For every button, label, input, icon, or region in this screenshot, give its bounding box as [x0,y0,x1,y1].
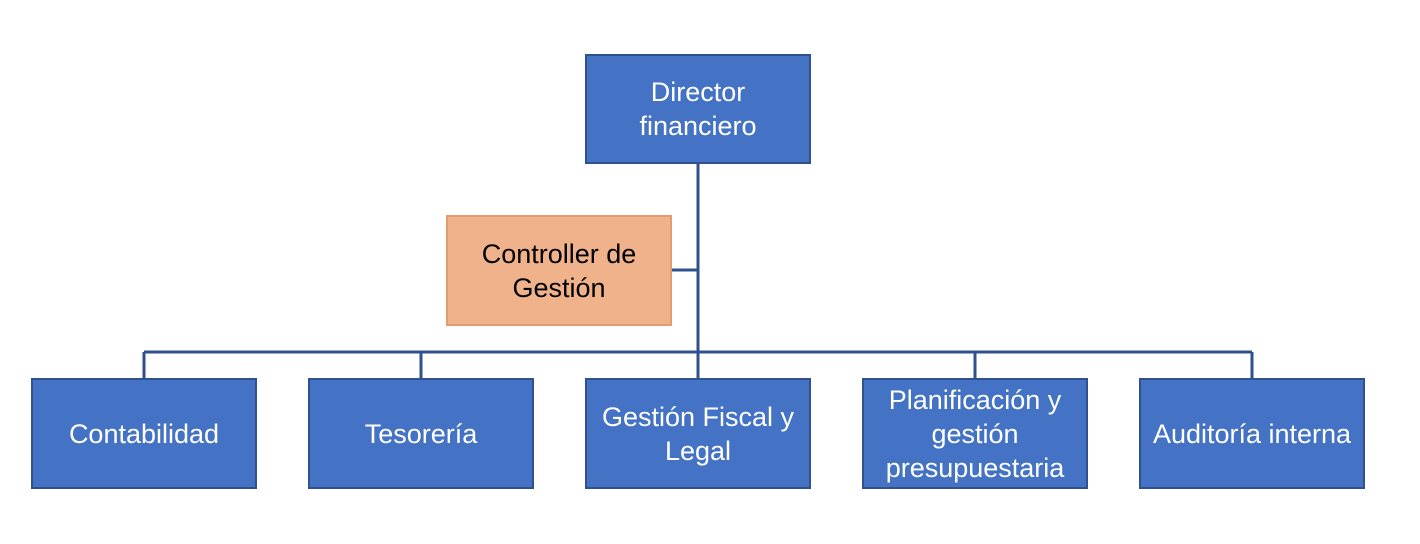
node-auditoria-interna: Auditoría interna [1139,378,1365,489]
node-contabilidad: Contabilidad [31,378,257,489]
node-planificacion-presupuestaria: Planificación y gestión presupuestaria [862,378,1088,489]
node-controller-de-gestion: Controller de Gestión [446,215,672,326]
node-tesoreria: Tesorería [308,378,534,489]
node-director-financiero: Director financiero [585,54,811,164]
node-gestion-fiscal-legal: Gestión Fiscal y Legal [585,378,811,489]
